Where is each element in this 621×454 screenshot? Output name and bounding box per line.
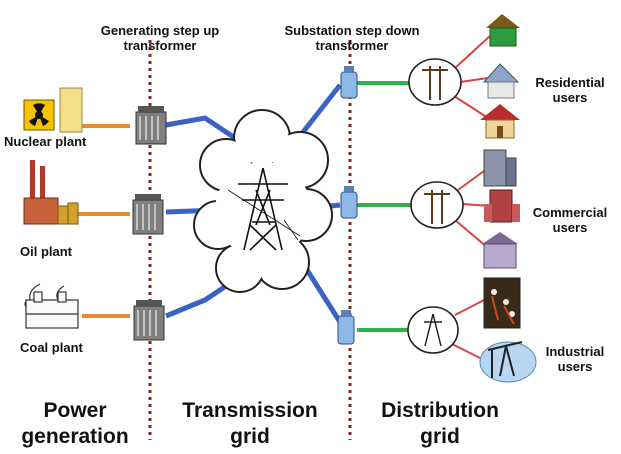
step-up-transformer-icon [133,300,165,341]
nuclear-plant-label: Nuclear plant [4,134,87,149]
industrial-users-label: Industrial users [545,344,605,374]
step-down-transformer-icon [340,66,358,99]
commercial-building-icon [484,189,520,223]
transmission-out-bottom [299,260,343,324]
step-up-transformer-icon [132,194,164,235]
nuclear-plant-icon [23,87,83,133]
transmission-line-top [165,115,240,143]
industrial-workers-icon [483,277,521,329]
transmission-grid-cloud [193,109,333,293]
generating-transformer-label: Generating step up transformer [100,23,220,53]
solar-house-icon [482,63,520,99]
house-icon [486,14,520,47]
residential-users-label: Residential users [535,75,605,105]
oil-plant-label: Oil plant [20,244,72,259]
distribution-cloud-icon [410,181,464,229]
step-down-transformer-icon [337,310,355,345]
residential-links [453,35,491,119]
coal-plant-icon [24,283,79,329]
distribution-grid-label: Distribution grid [381,399,499,449]
office-building-icon [483,149,517,187]
substation-transformer-label: Substation step down transformer [284,23,420,53]
distribution-cloud-icon [407,306,459,354]
house-icon [480,104,520,139]
commercial-users-label: Commercial users [532,205,608,235]
distribution-cloud-icon [408,58,462,106]
power-generation-label: Power generation [21,399,129,449]
transmission-tower-icon [227,167,301,251]
oil-pump-icon [479,341,537,383]
step-up-transformer-icon [135,106,167,145]
transmission-out-top [298,83,342,138]
coal-plant-label: Coal plant [20,340,83,355]
apartment-building-icon [482,232,518,269]
oil-plant-icon [23,160,79,225]
step-down-transformer-icon [340,186,358,219]
transmission-grid-label: Transmission grid [182,399,318,449]
